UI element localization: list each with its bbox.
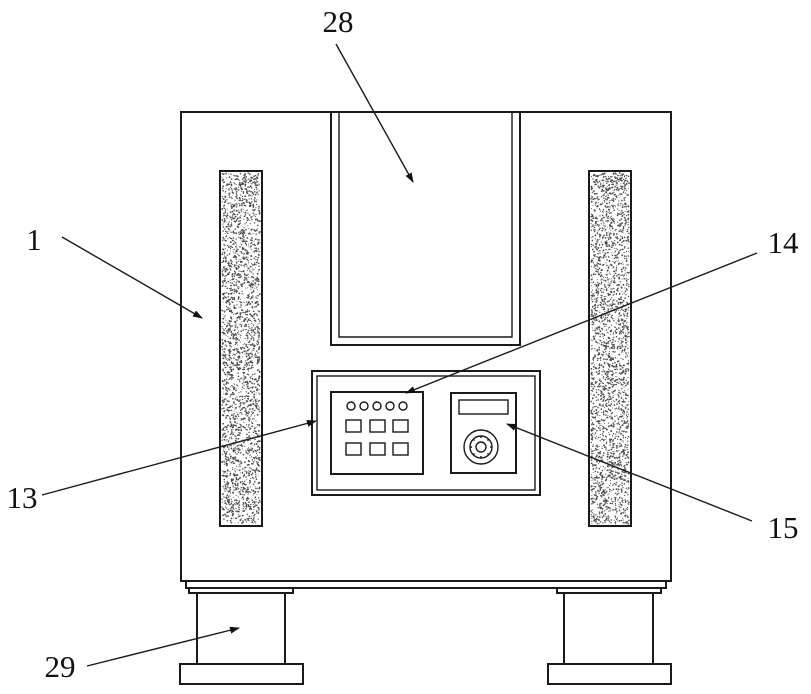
knob-icon	[464, 430, 498, 464]
leader-13	[42, 421, 316, 495]
label-28: 28	[323, 4, 354, 39]
left-vent-strip	[220, 171, 262, 526]
button-module	[331, 392, 423, 474]
base-strip	[186, 581, 666, 588]
indicator-lights	[347, 402, 407, 410]
leader-lines	[42, 44, 757, 666]
label-13: 13	[7, 480, 38, 515]
key-buttons	[346, 420, 408, 455]
right-support-leg	[548, 588, 671, 684]
left-support-leg	[180, 588, 303, 684]
display-window	[459, 400, 508, 414]
label-15: 15	[768, 510, 799, 545]
label-29: 29	[45, 649, 76, 684]
leader-29	[87, 628, 239, 666]
label-1: 1	[26, 222, 42, 257]
leader-14	[406, 253, 757, 393]
right-vent-strip	[589, 171, 631, 526]
top-opening	[331, 112, 520, 345]
controller-module	[451, 393, 516, 473]
control-panel-frame	[312, 371, 540, 495]
label-14: 14	[768, 225, 800, 260]
leader-15	[507, 424, 752, 521]
